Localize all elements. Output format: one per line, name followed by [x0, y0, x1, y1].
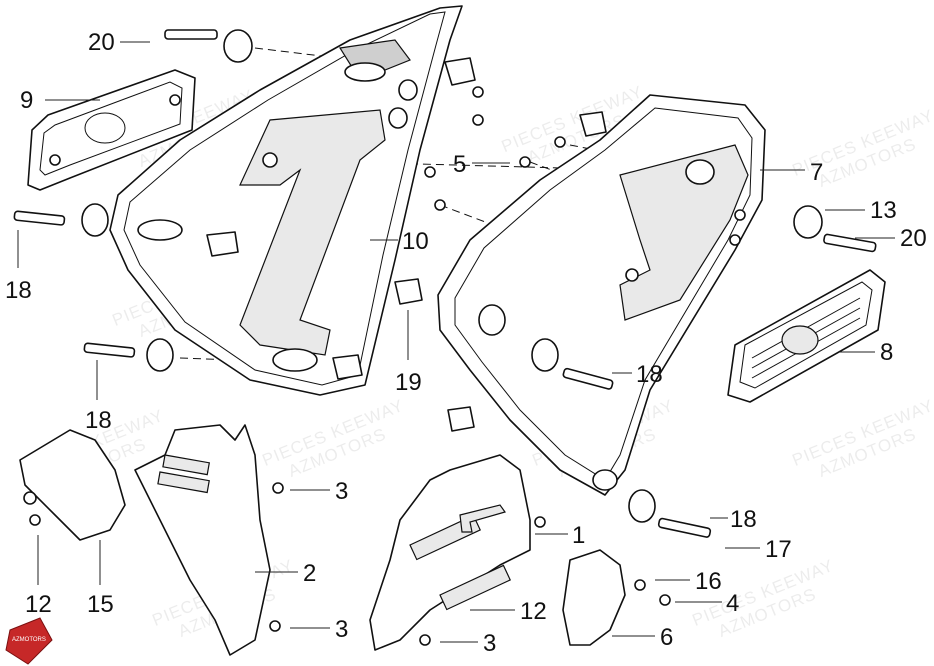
callout-18: 18 — [730, 506, 757, 533]
callout-18: 18 — [636, 361, 663, 388]
small-guard-right — [562, 549, 626, 646]
leader-lines — [17, 41, 895, 643]
left-lower-panel — [134, 424, 271, 656]
callout-1: 1 — [572, 522, 585, 549]
callout-2: 2 — [303, 560, 316, 587]
callout-20: 20 — [900, 225, 927, 252]
callout-3: 3 — [335, 478, 348, 505]
callout-16: 16 — [695, 568, 722, 595]
callout-6: 6 — [660, 624, 673, 651]
callout-18: 18 — [85, 407, 112, 434]
logo-text: AZMOTORS — [12, 637, 46, 643]
callout-13: 13 — [870, 197, 897, 224]
callout-4: 15 — [87, 591, 114, 618]
callout-12: 4 — [726, 590, 739, 617]
callout-17: 17 — [765, 536, 792, 563]
callout-12: 12 — [25, 591, 52, 618]
grille-emblem — [727, 269, 886, 403]
callout-18: 18 — [5, 277, 32, 304]
callout-9: 9 — [20, 87, 33, 114]
callout-7: 7 — [810, 159, 823, 186]
reflector-frame — [27, 69, 196, 191]
azmotors-logo: AZMOTORS — [5, 617, 53, 665]
callout-labels: 20 9 18 10 5 7 13 20 8 19 18 18 3 18 1 1… — [5, 29, 927, 657]
callout-5: 5 — [453, 151, 466, 178]
callout-15: 12 — [520, 598, 547, 625]
right-lower-panel — [369, 454, 531, 651]
callout-10: 10 — [402, 228, 429, 255]
left-side-frame-cover — [109, 5, 463, 396]
callout-3: 3 — [483, 630, 496, 657]
hardware — [13, 29, 877, 646]
callout-20: 20 — [88, 29, 115, 56]
right-side-cover — [437, 94, 766, 496]
callout-8: 8 — [880, 339, 893, 366]
callout-19: 19 — [395, 369, 422, 396]
small-guard — [19, 429, 126, 541]
callout-3: 3 — [335, 616, 348, 643]
